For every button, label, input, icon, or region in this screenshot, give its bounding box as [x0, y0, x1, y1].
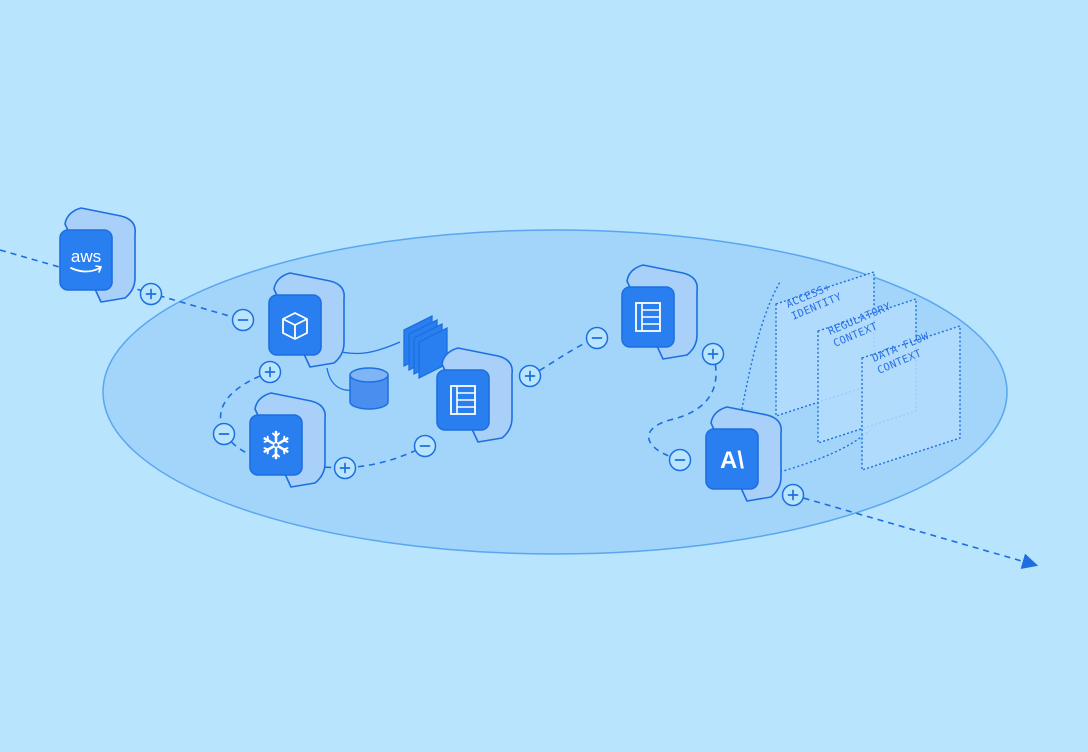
plus-connector-icon	[258, 360, 282, 384]
plus-connector-icon	[333, 456, 357, 480]
flow-line-exit	[792, 494, 1039, 570]
anthropic-logo-icon: A\	[720, 447, 744, 474]
minus-connector-icon	[413, 434, 437, 458]
cube-anthropic: A\	[705, 406, 783, 502]
aws-logo-icon: aws	[70, 247, 103, 273]
cube-aws: aws	[59, 207, 137, 303]
table-icon	[450, 385, 476, 415]
aws-logo-text: aws	[71, 247, 101, 266]
table-icon	[635, 302, 661, 332]
minus-connector-icon	[212, 422, 236, 446]
flow-line-curve	[647, 353, 717, 461]
minus-connector-icon	[585, 326, 609, 350]
snowflake-icon	[263, 430, 289, 460]
cube-snowflake	[249, 392, 327, 488]
cube-table-center	[436, 347, 514, 443]
package-icon	[282, 312, 308, 340]
plus-connector-icon	[518, 364, 542, 388]
minus-connector-icon	[668, 448, 692, 472]
database-icon	[349, 367, 389, 410]
minus-connector-icon	[231, 308, 255, 332]
cube-package	[268, 272, 346, 368]
cube-table-right	[621, 264, 699, 360]
plus-connector-icon	[781, 483, 805, 507]
plus-connector-icon	[701, 342, 725, 366]
file-stack-icon	[403, 314, 448, 380]
connectors	[139, 282, 805, 507]
anthropic-logo-text: A\	[720, 447, 744, 474]
plus-connector-icon	[139, 282, 163, 306]
